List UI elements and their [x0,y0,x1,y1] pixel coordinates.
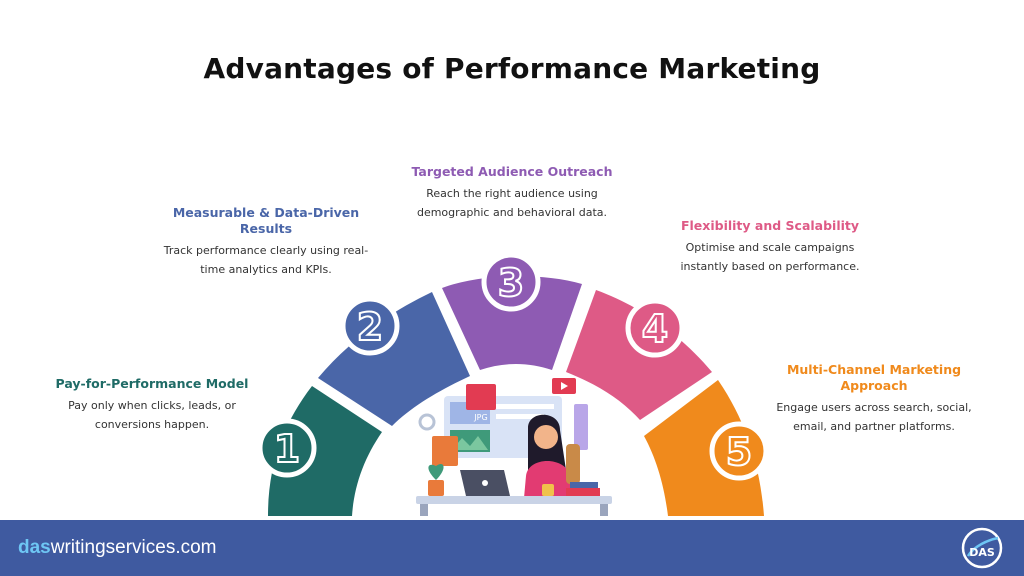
step-1-number: 1 [274,427,300,471]
step-2-badge: 2 [340,296,400,356]
segment-2 [318,292,470,426]
step-3-badge: 3 [481,252,541,312]
step-2-text: Measurable & Data-Driven Results Track p… [146,205,386,279]
step-5-number: 5 [726,430,752,474]
step-3-number: 3 [498,261,524,305]
step-5-text: Multi-Channel Marketing Approach Engage … [762,362,986,436]
plant-pot [428,480,444,496]
step-3-heading: Targeted Audience Outreach [411,164,613,179]
das-logo-icon: DAS [961,527,1003,569]
segment-3 [442,276,582,370]
step-2-description: Track performance clearly using real- ti… [163,244,369,276]
step-5-badge: 5 [709,421,769,481]
person-head [534,425,558,449]
brand-url[interactable]: daswritingservices.com [18,537,217,559]
step-1-heading: Pay-for-Performance Model [55,376,249,391]
step-4-description: Optimise and scale campaigns instantly b… [680,241,860,273]
step-1-text: Pay-for-Performance Model Pay only when … [40,376,264,434]
step-4-text: Flexibility and Scalability Optimise and… [650,218,890,276]
segment-5 [644,380,764,516]
segment-4 [566,290,712,420]
calendar-icon [432,436,458,466]
brand-accent: das [18,537,51,558]
brand-rest: writingservices.com [50,537,217,558]
page-title: Advantages of Performance Marketing [203,52,821,85]
logo-text: DAS [969,546,995,559]
step-3-text: Targeted Audience Outreach Reach the rig… [396,164,628,222]
step-4-heading: Flexibility and Scalability [680,218,860,233]
book-stack [566,488,600,496]
gear-icon [418,413,436,431]
mug [542,484,554,496]
step-2-number: 2 [357,305,383,349]
step-3-description: Reach the right audience using demograph… [416,187,608,219]
step-2-heading: Measurable & Data-Driven Results [172,205,360,236]
image-file-label: JPG [473,413,487,422]
step-4-number: 4 [642,307,668,351]
step-1-badge: 1 [257,418,317,478]
step-1-description: Pay only when clicks, leads, or conversi… [68,399,236,431]
workspace-illustration: JPG [416,378,612,516]
step-5-heading: Multi-Channel Marketing Approach [786,362,962,393]
image-file-icon [466,384,496,410]
step-5-description: Engage users across search, social, emai… [776,401,972,433]
segment-1 [268,386,382,516]
footer-bar: daswritingservices.com DAS [0,520,1024,576]
step-4-badge: 4 [625,298,685,358]
